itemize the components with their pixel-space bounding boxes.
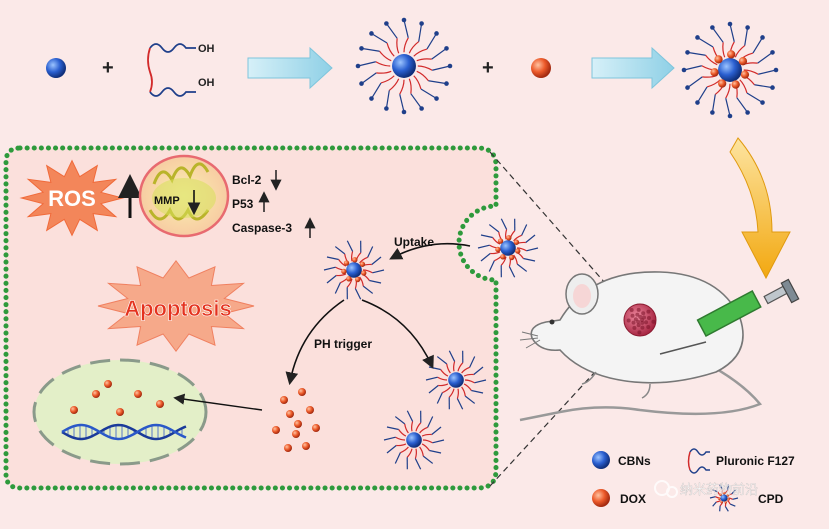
process-arrow-1 [247,46,333,90]
legend-pluronic: Pluronic F127 [716,454,795,468]
process-arrow-2 [591,46,675,90]
micelle-internalized [323,240,385,300]
apoptosis-burst [97,259,255,353]
micelle-entering-cell [477,218,539,278]
syringe [659,278,800,355]
released-dox-cluster [272,388,320,452]
polymer-oh-top: OH [198,43,215,55]
apoptosis-label: Apoptosis [124,296,232,321]
legend-cpd-icon [709,484,739,512]
mmp-label: MMP [154,195,180,207]
legend-dox: DOX [620,492,646,506]
marker-p53: P53 [232,197,254,211]
dox-in-nucleus [70,380,164,416]
plus-sign-2: + [482,57,494,79]
ros-label: ROS [48,186,96,211]
tumor-texture [626,307,656,335]
cbn-micelle [355,17,453,115]
polymer-oh-bottom: OH [198,77,215,89]
watermark-text: 纳米药物前沿 [680,482,758,497]
marker-caspase3: Caspase-3 [232,221,292,235]
legend-cpd: CPD [758,492,784,506]
cpd-micelle [681,21,779,119]
dna-helix [61,423,187,441]
zoom-line-top [489,151,621,301]
cbn-particle [46,58,66,78]
dox-particle [531,58,551,78]
ph-arrow-left [285,299,345,386]
ph-arrow-right [361,299,434,369]
dox-to-nucleus-arrow [173,393,263,411]
legend-cbn-icon [592,451,610,469]
marker-bcl2: Bcl-2 [232,173,262,187]
plus-sign-1: + [102,57,114,79]
micelle-released-1 [425,350,487,410]
micelle-released-2 [383,410,445,470]
uptake-label: Uptake [394,235,434,249]
uptake-arrow [389,242,471,260]
watermark: 纳米药物前沿 [654,480,758,498]
legend-cbns: CBNs [618,454,651,468]
mouse [519,271,763,422]
legend-pluronic-icon [687,448,710,474]
ph-trigger-label: PH trigger [314,337,372,351]
injection-arrow [729,137,791,280]
ros-burst [19,159,125,237]
legend-dox-icon [592,489,610,507]
pluronic-polymer [147,43,196,97]
